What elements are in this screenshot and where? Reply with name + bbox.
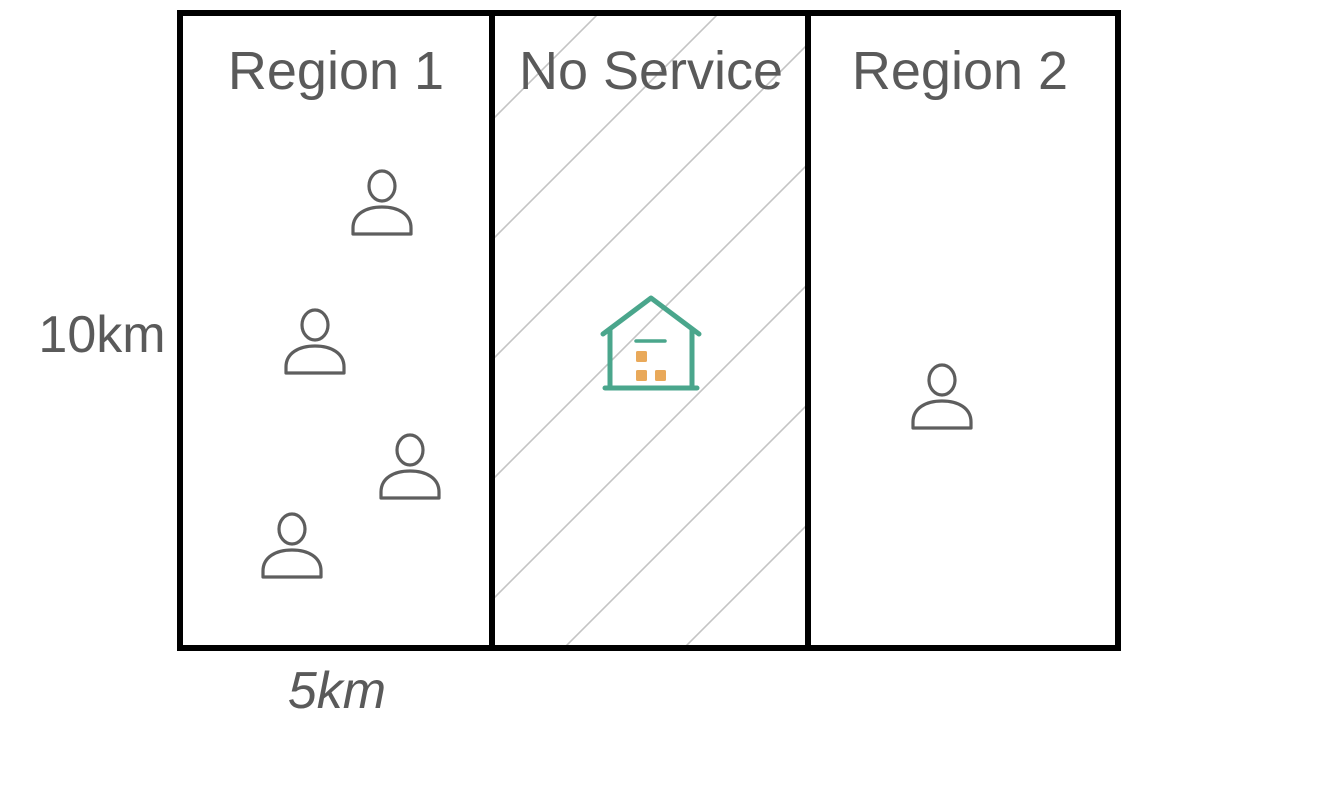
person-icon xyxy=(379,433,441,500)
height-dimension-label: 10km xyxy=(38,306,165,364)
width-dimension-label: 5km xyxy=(288,662,386,720)
person-icon xyxy=(911,363,973,430)
no-service-hatching xyxy=(492,13,808,648)
no-service-label: No Service xyxy=(519,41,783,101)
person-icon xyxy=(261,512,323,579)
warehouse-icon xyxy=(600,295,702,391)
region-1-label: Region 1 xyxy=(228,41,444,101)
person-icon xyxy=(284,308,346,375)
person-icon xyxy=(351,169,413,236)
region-2-zone xyxy=(805,10,1121,651)
region-1-zone xyxy=(177,10,495,651)
region-2-label: Region 2 xyxy=(852,41,1068,101)
